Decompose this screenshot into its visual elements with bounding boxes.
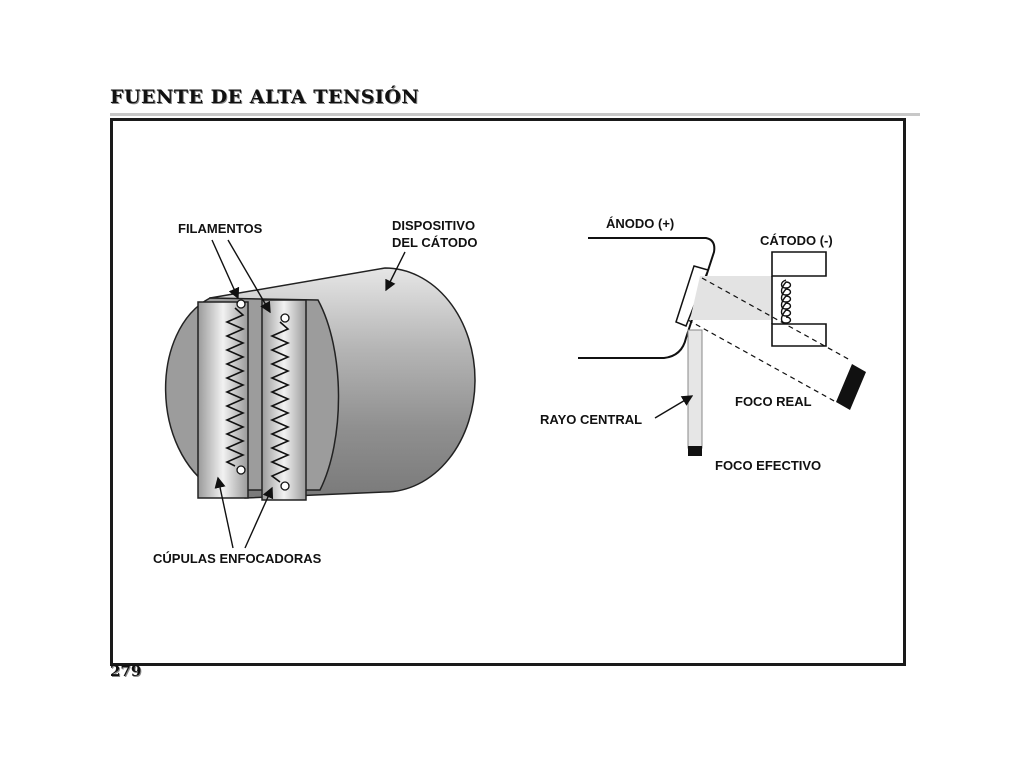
label-dispositivo-line1: DISPOSITIVO [392,218,475,233]
filament-1 [225,299,246,475]
title-rule [110,113,920,116]
label-foco-real: FOCO REAL [735,394,812,409]
label-anodo: ÁNODO (+) [606,216,674,231]
label-rayo-central: RAYO CENTRAL [540,412,642,427]
right-leader-lines [654,395,694,419]
electron-beam [690,276,772,320]
filament-2 [270,313,290,491]
page-title: FUENTE DE ALTA TENSIÓN [110,86,420,108]
page-number: 279 [110,662,142,680]
label-cupulas: CÚPULAS ENFOCADORAS [153,551,322,566]
label-catodo: CÁTODO (-) [760,233,833,248]
central-ray [687,329,703,456]
label-foco-efectivo: FOCO EFECTIVO [715,458,821,473]
label-dispositivo-line2: DEL CÁTODO [392,235,477,250]
left-leader-lines [211,239,406,549]
cathode-coil [780,279,792,324]
label-filamentos: FILAMENTOS [178,221,263,236]
projection-lines [687,277,851,403]
cathode-block [771,251,827,347]
foco-real-mark [836,364,866,410]
